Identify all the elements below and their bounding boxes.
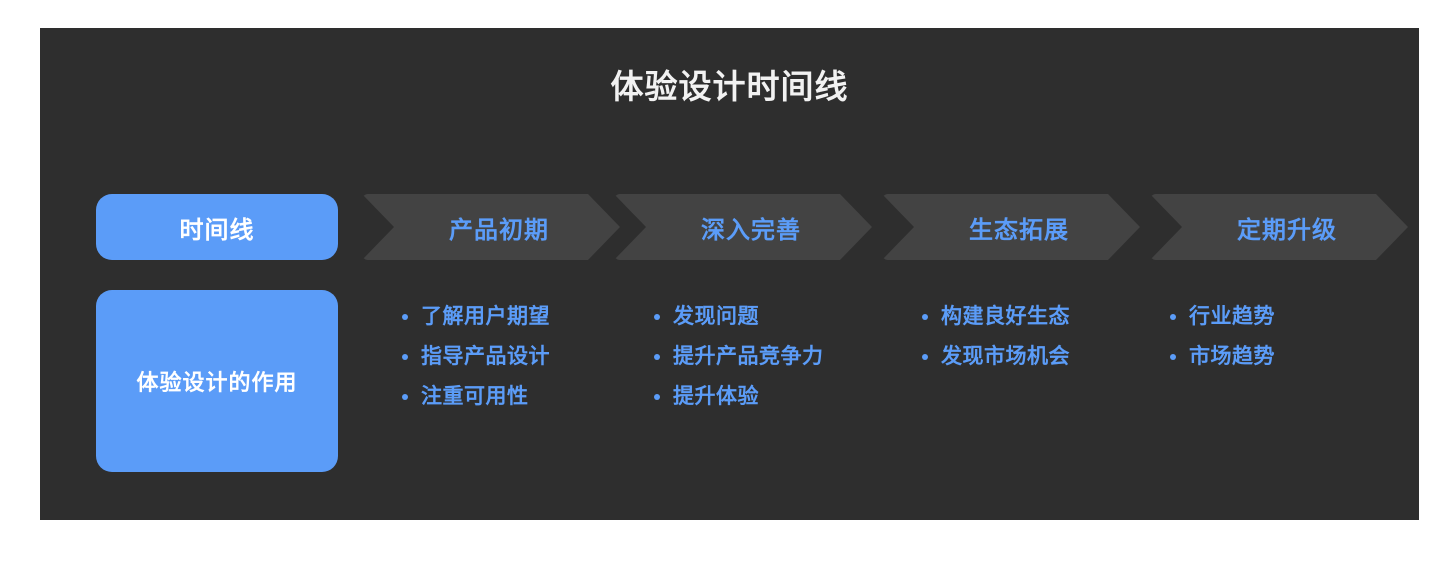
list-item-label: 构建良好生态 [941,305,1070,328]
stage-item-product-early[interactable]: 产品初期 [362,194,620,260]
bullet-column-regular-upgrade: 行业趋势 市场趋势 [1170,304,1419,384]
list-item: 提升产品竞争力 [654,344,904,370]
bullet-dot-icon [402,394,408,400]
role-row: 体验设计的作用 了解用户期望 指导产品设计 注重可用性 [96,290,1419,472]
list-item-label: 注重可用性 [421,385,529,408]
stage-row: 时间线 产品初期 深入完善 生态拓展 定期升级 [96,194,1419,260]
stage-label: 定期升级 [1237,216,1337,244]
bullet-dot-icon [1170,314,1176,320]
bullet-column-deep-refine: 发现问题 提升产品竞争力 提升体验 [654,304,904,424]
bullet-column-ecosystem-expand: 构建良好生态 发现市场机会 [922,304,1172,384]
list-item: 发现市场机会 [922,344,1172,370]
bullet-dot-icon [402,354,408,360]
bullet-dot-icon [1170,354,1176,360]
role-label: 体验设计的作用 [136,370,298,395]
list-item: 提升体验 [654,384,904,410]
page-title: 体验设计时间线 [610,68,849,105]
bullet-dot-icon [922,314,928,320]
stage-item-deep-refine[interactable]: 深入完善 [614,194,872,260]
list-item: 构建良好生态 [922,304,1172,330]
bullet-column-product-early: 了解用户期望 指导产品设计 注重可用性 [402,304,652,424]
list-item-label: 市场趋势 [1189,345,1275,368]
bullet-dot-icon [654,354,660,360]
list-item: 指导产品设计 [402,344,652,370]
list-item-label: 提升体验 [673,385,759,408]
list-item: 注重可用性 [402,384,652,410]
stage-label: 时间线 [179,216,255,244]
bullet-dot-icon [654,314,660,320]
list-item-label: 提升产品竞争力 [673,345,824,368]
bullet-dot-icon [654,394,660,400]
list-item: 发现问题 [654,304,904,330]
list-item: 了解用户期望 [402,304,652,330]
role-label-box[interactable]: 体验设计的作用 [96,290,338,472]
list-item-label: 行业趋势 [1189,305,1275,328]
list-item-label: 了解用户期望 [421,305,550,328]
stage-label: 深入完善 [701,216,801,244]
list-item-label: 指导产品设计 [421,345,550,368]
list-item: 市场趋势 [1170,344,1419,370]
bullet-dot-icon [402,314,408,320]
stage-item-regular-upgrade[interactable]: 定期升级 [1150,194,1408,260]
stage-label: 生态拓展 [969,216,1069,244]
list-item: 行业趋势 [1170,304,1419,330]
bullet-dot-icon [922,354,928,360]
stage-item-timeline[interactable]: 时间线 [96,194,338,260]
list-item-label: 发现市场机会 [941,345,1070,368]
list-item-label: 发现问题 [673,305,759,328]
timeline-card: 体验设计时间线 时间线 产品初期 深入完善 生态拓展 定期升级 体验设计的作用 [40,28,1419,520]
stage-label: 产品初期 [449,216,549,244]
stage-item-ecosystem-expand[interactable]: 生态拓展 [882,194,1140,260]
